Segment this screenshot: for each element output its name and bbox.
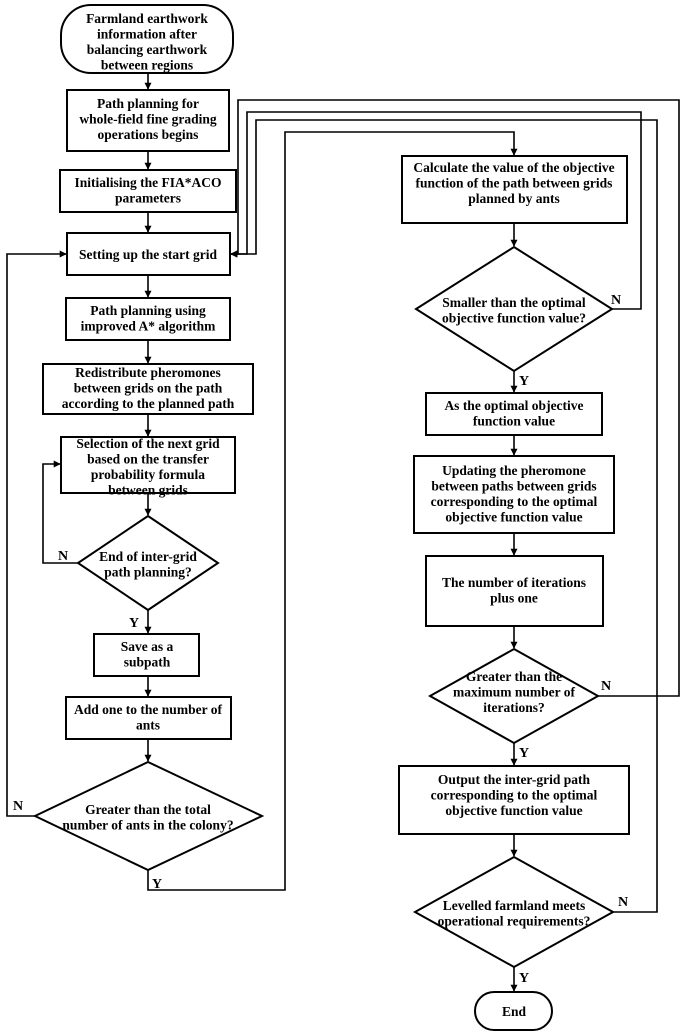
label-y-smaller: Y [519,374,529,389]
node-text-line: Path planning using [90,303,206,318]
node-text-line: As the optimal objective [444,398,583,413]
node-text-line: parameters [115,191,181,206]
node-text-line: Output the inter-grid path [438,772,591,787]
node-text-line: balancing earthwork [87,42,208,57]
start-terminal [60,4,234,74]
node-text-line: Setting up the start grid [79,247,217,262]
node-text-line: objective function value [445,510,582,525]
label-y-end-inter: Y [129,616,139,631]
node-text-line: according to the planned path [62,396,235,411]
end-terminal [474,991,553,1031]
node-text-line: Initialising the FIA*ACO [74,175,221,190]
initialise-parameters-box [59,169,237,213]
node-text-line: iterations? [483,700,545,715]
node-text-line: Selection of the next grid [76,436,220,451]
iterations-plus-one-box [425,555,604,627]
node-text-line: Greater than the total [85,802,211,817]
label-n-levelled: N [618,895,628,910]
label-y-levelled: Y [519,971,529,986]
label-n-end-inter: N [58,549,68,564]
node-text-line: objective function value? [442,311,586,326]
as-optimal-box [425,392,603,436]
node-text-line: between paths between grids [431,479,596,494]
node-text-line: End of inter-grid [99,549,197,564]
redistribute-pheromones-box [42,363,254,415]
node-text-line: function of the path between grids [416,176,613,191]
label-n-greater-iter: N [601,679,611,694]
save-subpath-box [93,633,200,677]
label-n-smaller: N [611,293,621,308]
improved-astar-box [65,297,231,341]
label-n-greater-ants: N [13,799,23,814]
node-text-line: operational requirements? [438,914,591,929]
node-text-line: The number of iterations [442,575,586,590]
add-ant-box [65,696,232,740]
node-text-line: Smaller than the optimal [442,295,586,310]
node-text-line: function value [473,414,555,429]
node-text-line: Save as a [121,639,174,654]
node-text-line: Levelled farmland meets [443,898,585,913]
node-text-line: corresponding to the optimal [431,494,598,509]
node-text-line: improved A* algorithm [81,319,217,334]
start-grid-box [66,232,231,276]
update-pheromone-box [413,455,615,534]
next-grid-box [60,436,236,494]
node-text-line: whole-field fine grading [79,112,216,127]
node-text-line: ants [136,718,160,733]
start-grid-text: Setting up the start grid [79,247,217,262]
node-text-line: probability formula [91,467,205,482]
node-text-line: based on the transfer [87,452,209,467]
node-text-line: between grids on the path [74,381,223,396]
node-text-line: corresponding to the optimal [431,788,598,803]
node-text-line: Redistribute pheromones [75,365,221,380]
node-text-line: Greater than the [466,669,562,684]
node-text-line: between grids [108,483,188,498]
node-text-line: objective function value [445,803,582,818]
node-text-line: End [502,1004,527,1019]
label-y-greater-iter: Y [519,746,529,761]
node-text-line: subpath [124,655,171,670]
node-text-line: plus one [490,591,538,606]
end-terminal-text: End [502,1004,527,1019]
node-text-line: Add one to the number of [74,702,222,717]
node-text-line: Path planning for [97,96,199,111]
node-text-line: Calculate the value of the objective [413,160,614,175]
output-path-box [398,765,630,835]
node-text-line: maximum number of [453,685,576,700]
node-text-line: between regions [101,58,193,73]
node-text-line: planned by ants [468,191,560,206]
calculate-objective-box [401,155,628,224]
node-text-line: Farmland earthwork [86,11,208,26]
node-text-line: Updating the pheromone [442,463,586,478]
node-text-line: operations begins [98,127,199,142]
node-text-line: path planning? [104,565,191,580]
connectors [6,73,680,992]
path-planning-begins-box [66,89,230,152]
node-text-line: number of ants in the colony? [62,818,233,833]
label-y-greater-ants: Y [152,877,162,892]
node-text-line: information after [97,27,197,42]
